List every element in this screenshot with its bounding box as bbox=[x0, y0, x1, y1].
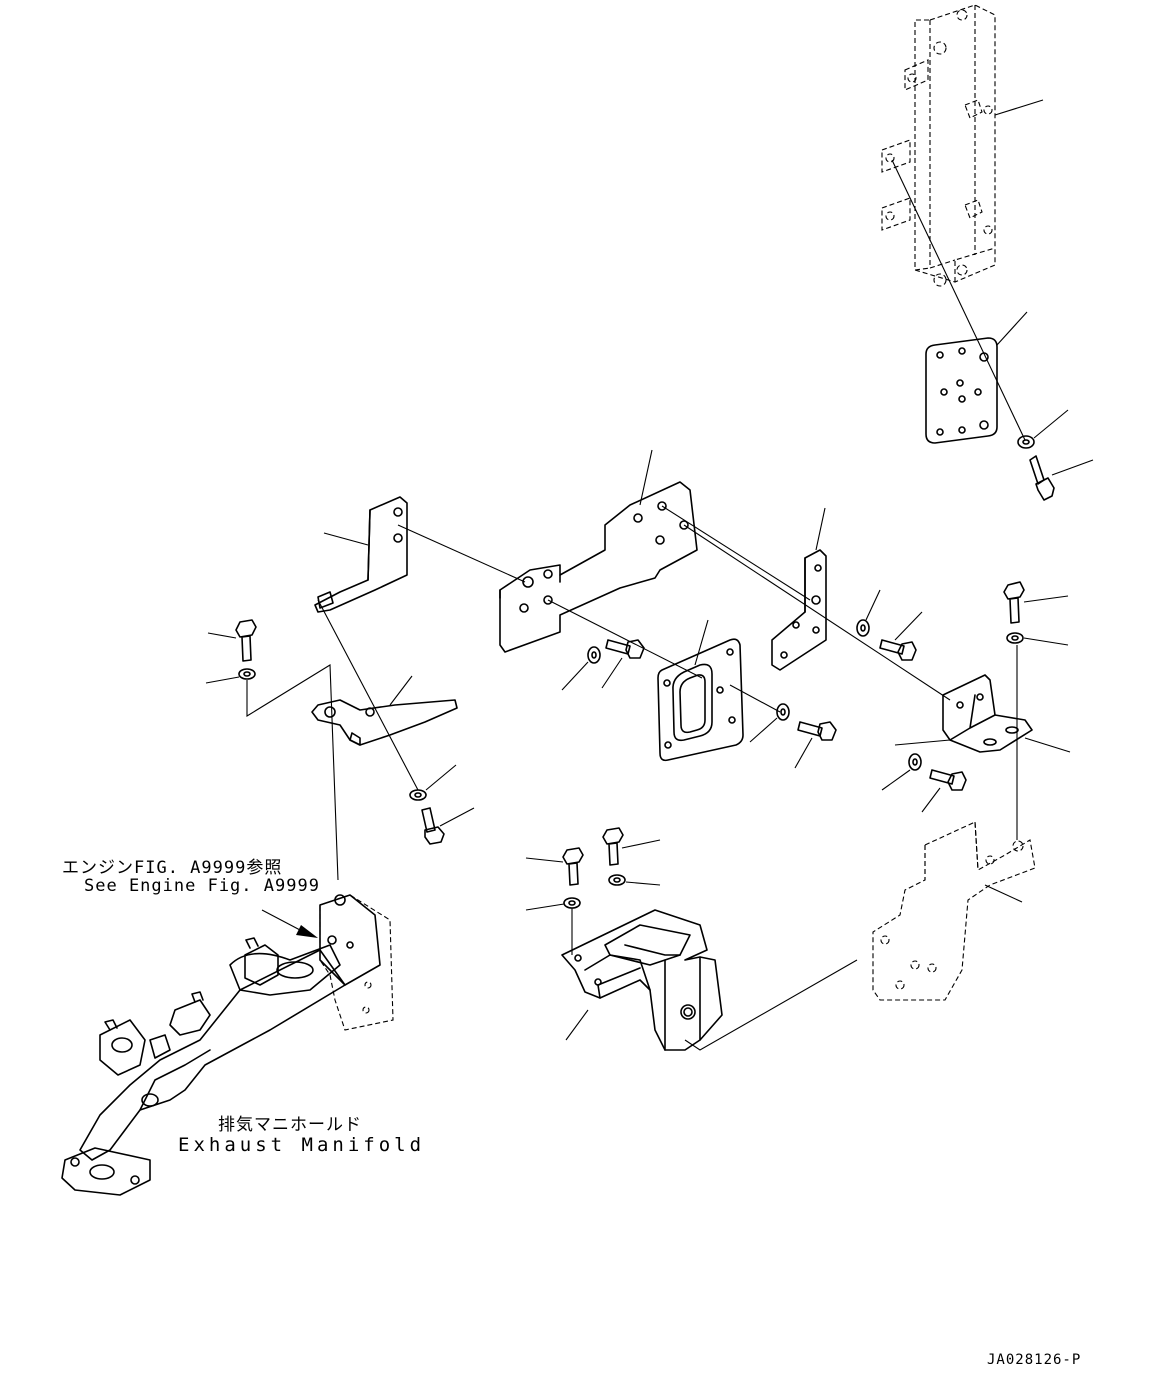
bolt-center bbox=[601, 639, 645, 689]
exhaust-manifold-label-jp: 排気マニホールド bbox=[218, 1115, 362, 1135]
bolt-gasket bbox=[794, 721, 837, 769]
washer bbox=[1017, 409, 1069, 449]
engine-reference-label-en: See Engine Fig. A9999 bbox=[84, 876, 320, 896]
exhaust-manifold bbox=[61, 894, 394, 1196]
large-bracket-phantom bbox=[872, 821, 1036, 1001]
connecting-plate bbox=[499, 449, 698, 653]
frame-bracket-phantom bbox=[881, 4, 1044, 287]
alignment-line bbox=[891, 159, 1026, 441]
bolt-top-right bbox=[1003, 581, 1069, 624]
exhaust-manifold-label-en: Exhaust Manifold bbox=[178, 1134, 426, 1156]
washer-center bbox=[561, 646, 601, 691]
leader-line bbox=[694, 619, 709, 666]
bolt-left-top bbox=[207, 619, 257, 662]
bolt bbox=[1029, 455, 1094, 501]
washer-left bbox=[205, 668, 256, 684]
leader-line bbox=[815, 507, 826, 551]
washer-lower bbox=[409, 764, 457, 801]
bolt-right-low bbox=[921, 769, 967, 813]
leader-line bbox=[996, 311, 1028, 346]
gasket-plate bbox=[657, 619, 744, 762]
washer-right-low bbox=[881, 753, 922, 791]
leader-line bbox=[323, 532, 369, 546]
washer-lower-b bbox=[608, 874, 661, 886]
reference-arrow bbox=[261, 909, 318, 938]
engine-reference-label-jp: エンジンFIG. A9999参照 bbox=[62, 858, 283, 878]
washer-right-mid bbox=[856, 589, 881, 637]
bolt-right-mid bbox=[879, 611, 923, 661]
mounting-plate bbox=[925, 311, 1028, 444]
bolt-lower bbox=[421, 807, 475, 845]
right-angle-bracket bbox=[942, 674, 1071, 753]
leader-line bbox=[389, 675, 413, 706]
small-l-bracket bbox=[771, 507, 827, 671]
angle-bracket bbox=[311, 675, 458, 746]
l-bracket-left bbox=[314, 496, 408, 613]
leader-line bbox=[639, 449, 653, 506]
leader-line bbox=[984, 884, 1023, 903]
leader-line bbox=[1024, 737, 1071, 753]
washer-top-right bbox=[1006, 632, 1069, 646]
bolt-lower-a bbox=[525, 847, 584, 886]
bolt-lower-b bbox=[602, 827, 661, 866]
leader-line bbox=[994, 99, 1044, 116]
leader-line bbox=[565, 1009, 589, 1041]
drawing-code: JA028126-P bbox=[987, 1352, 1082, 1368]
lower-center-bracket bbox=[561, 909, 723, 1051]
washer-gasket bbox=[749, 703, 790, 743]
